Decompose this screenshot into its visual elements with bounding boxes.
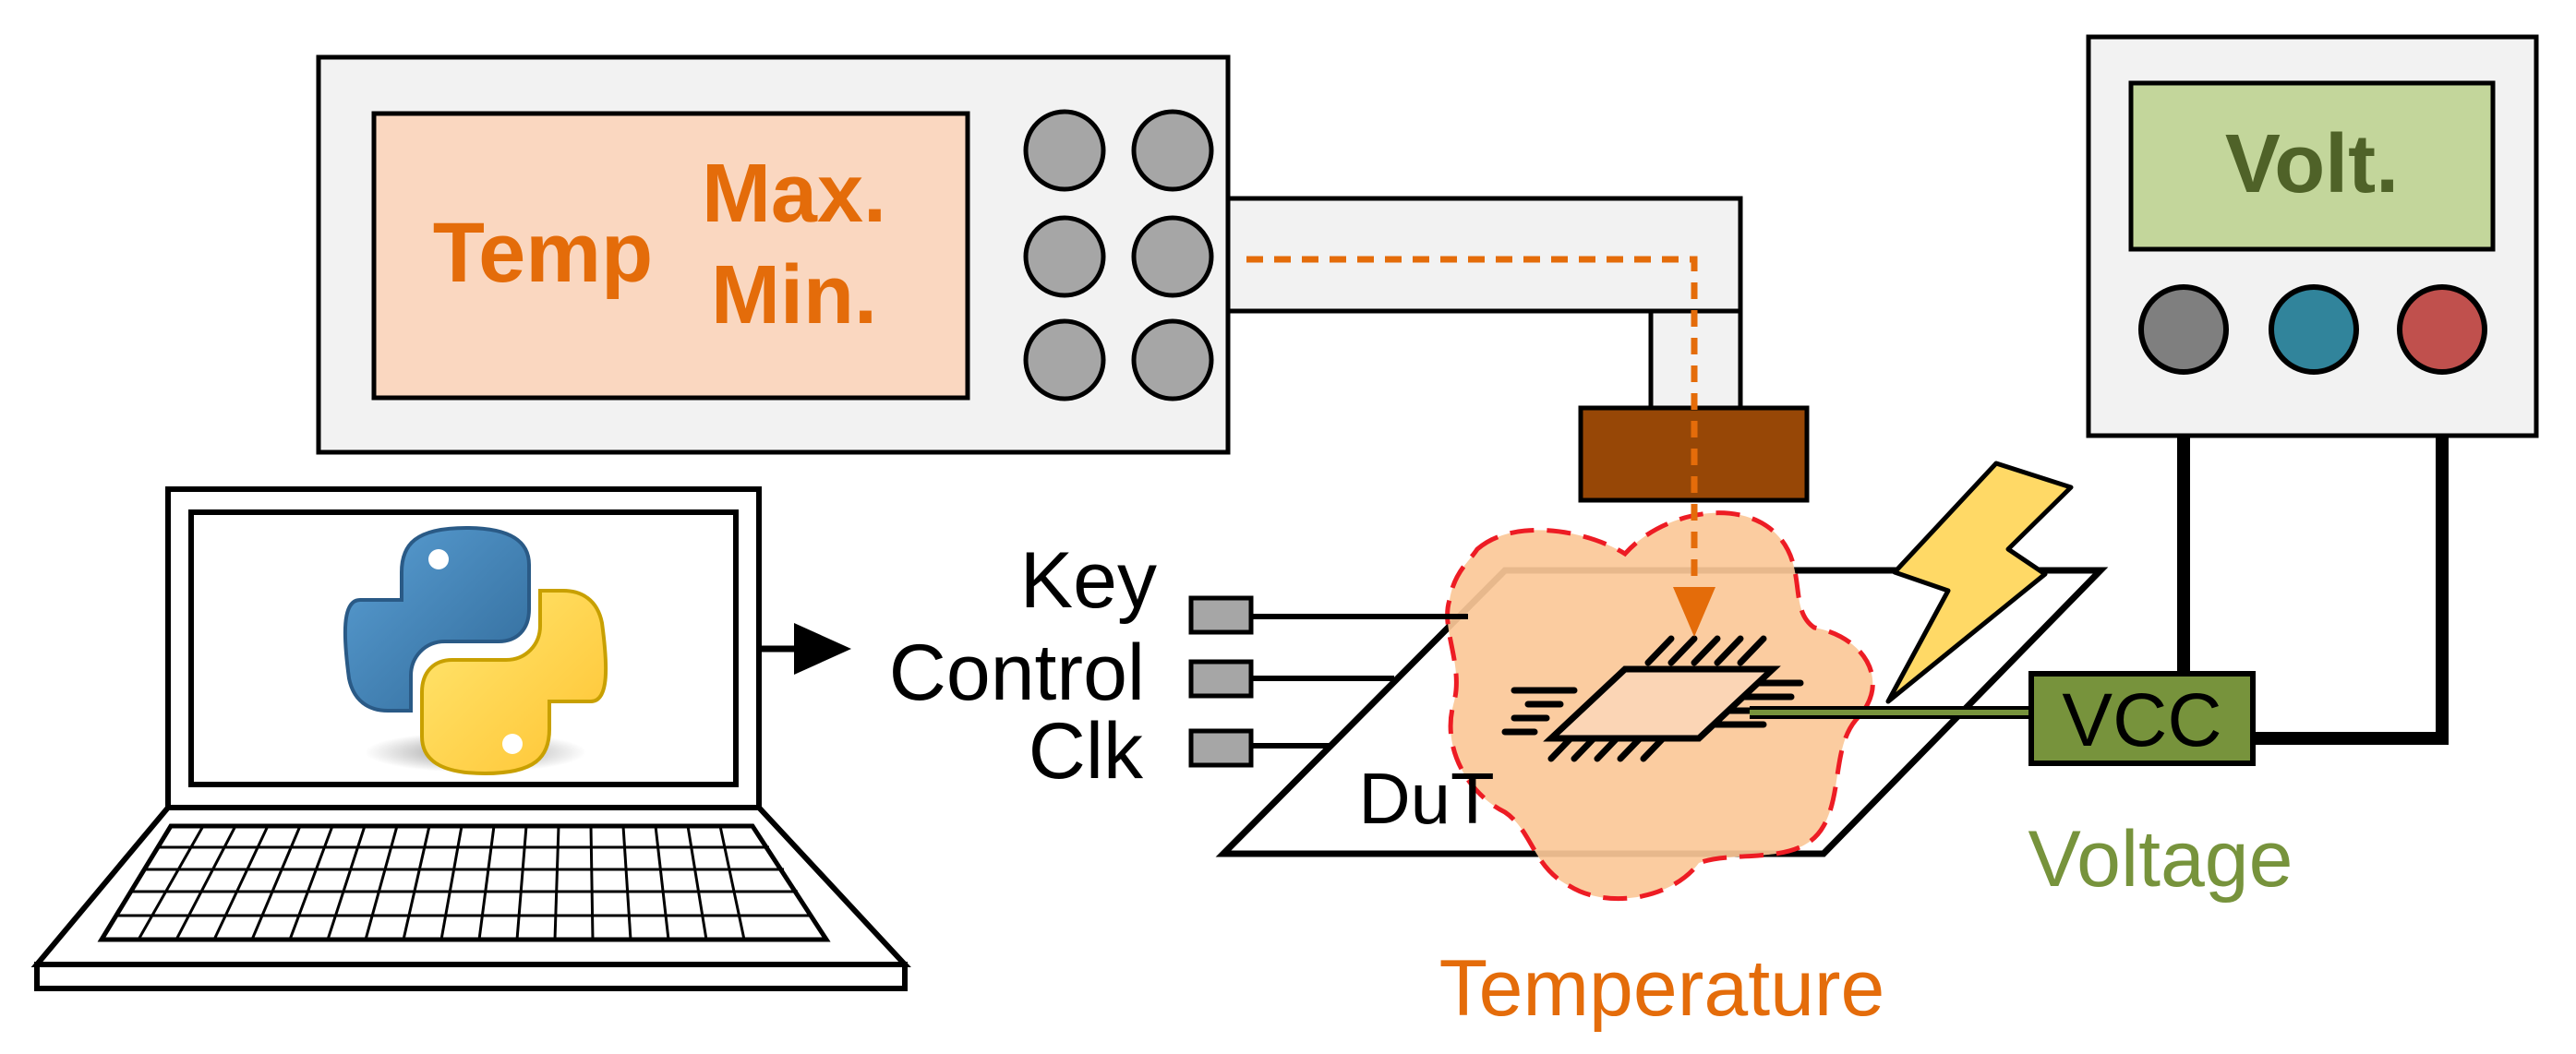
control-pin: [1188, 659, 1254, 699]
key-label: Key: [1020, 536, 1157, 625]
python-logo-yellow: [420, 589, 608, 776]
controller-display-min: Min.: [711, 249, 877, 341]
laptop-base-edge: [34, 962, 908, 991]
control-label: Control: [889, 629, 1145, 717]
laptop: [30, 486, 911, 991]
controller-display-temp: Temp: [433, 206, 654, 300]
controller-button[interactable]: [1023, 215, 1106, 298]
controller-button[interactable]: [1023, 109, 1106, 192]
voltmeter: Volt.: [2086, 34, 2539, 745]
controller-display-max: Max.: [702, 148, 886, 240]
chip-body: [1543, 665, 1781, 742]
dut-label: DuT: [1358, 758, 1494, 839]
probe-positive-jack[interactable]: [2397, 284, 2487, 375]
controller-display: [371, 111, 970, 401]
laptop-keyboard: [97, 823, 831, 942]
key-pin: [1188, 595, 1254, 635]
vcc-label: VCC: [2062, 678, 2221, 762]
test-board: DuT: [1215, 510, 2109, 902]
probe-com-jack[interactable]: [2269, 284, 2359, 375]
lightning-icon: [1885, 461, 2074, 704]
voltmeter-display: [2128, 80, 2496, 252]
python-logo-blue: [343, 525, 531, 713]
clk-label: Clk: [1029, 707, 1144, 796]
voltage-caption: Voltage: [2028, 815, 2293, 904]
keyboard-grid: [115, 825, 813, 940]
controller-button[interactable]: [1131, 215, 1214, 298]
voltmeter-display-text: Volt.: [2225, 118, 2399, 210]
positive-wire: [2253, 365, 2449, 745]
controller-cable: [1225, 196, 1743, 314]
controller-buttons: [1023, 109, 1214, 401]
temperature-sensor-path: [1246, 256, 1698, 626]
temperature-caption: Temperature: [1439, 944, 1885, 1033]
signal-connectors: Key Control Clk: [889, 536, 1468, 796]
python-logo: [343, 525, 608, 776]
temperature-controller: Temp Max. Min.: [316, 54, 1743, 455]
controller-button[interactable]: [1023, 318, 1106, 401]
vcc-box: [2028, 671, 2256, 766]
controller-button[interactable]: [1131, 318, 1214, 401]
probe-ground-jack[interactable]: [2138, 284, 2229, 375]
temperature-arrowhead: [1673, 587, 1715, 637]
clk-pin: [1188, 728, 1254, 768]
arrow-right-icon: [794, 623, 851, 675]
controller-button[interactable]: [1131, 109, 1214, 192]
